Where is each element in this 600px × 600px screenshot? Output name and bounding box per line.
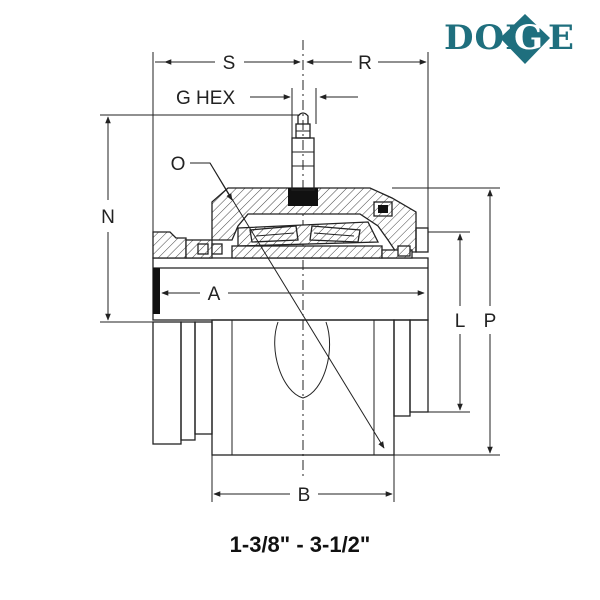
dim-label-r: R: [358, 53, 372, 74]
dim-label-n: N: [101, 207, 115, 228]
shaft-sleeve: [152, 257, 429, 321]
lower-housing: [152, 319, 429, 456]
dodge-logo: DOD G E: [444, 14, 575, 64]
dim-label-a: A: [208, 284, 221, 305]
grease-fitting: [291, 112, 315, 191]
dim-label-s: S: [223, 53, 236, 74]
upper-housing-section: [152, 187, 429, 259]
dim-label-b: B: [298, 485, 311, 506]
logo-text-diamond: G: [514, 18, 543, 58]
logo-diamond-icon: [500, 14, 550, 64]
logo-text-right: E: [548, 18, 575, 58]
dimension-lines: [100, 52, 500, 502]
dim-label-p: P: [484, 311, 497, 332]
dim-label-l: L: [455, 311, 466, 332]
dim-label-g-hex: G HEX: [176, 88, 235, 109]
size-range-caption: 1-3/8" - 3-1/2": [230, 532, 371, 557]
dim-label-o: O: [171, 154, 186, 175]
